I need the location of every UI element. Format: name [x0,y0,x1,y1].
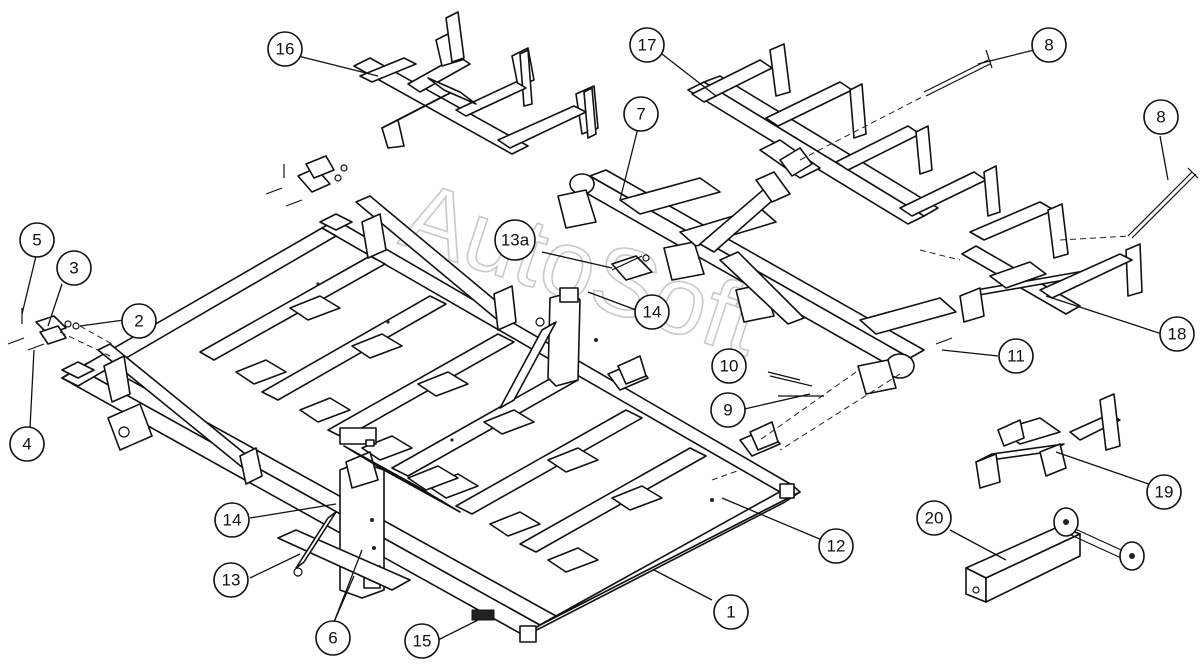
tine-section-16 [353,11,599,155]
svg-text:16: 16 [276,40,295,59]
bolt-8-lower [1127,167,1199,239]
callout-13a: 13a [494,219,536,261]
callout-17: 17 [629,27,665,63]
svg-text:13a: 13a [501,231,530,250]
callout-14-upper: 14 [634,294,670,330]
tine-section-19 [975,393,1121,489]
callout-7: 7 [623,96,659,132]
tine-section-17 [687,43,1001,225]
part-15-slot [471,609,495,621]
callout-9: 9 [710,392,746,428]
svg-text:8: 8 [1044,36,1053,55]
svg-text:3: 3 [69,259,78,278]
svg-text:13: 13 [222,571,241,590]
svg-text:18: 18 [1168,325,1187,344]
svg-text:14: 14 [223,511,242,530]
shaft-assembly [965,507,1145,603]
hitch-tower-front [277,427,461,599]
svg-text:4: 4 [22,435,31,454]
hitch-tower-rear [499,287,598,409]
callout-8-lower: 8 [1143,99,1179,135]
center-axle [557,169,957,395]
callout-5: 5 [19,222,55,258]
top-hardware [265,155,348,207]
svg-text:8: 8 [1156,108,1165,127]
callout-6: 6 [315,620,351,656]
callout-1: 1 [713,594,749,630]
tine-section-18 [959,201,1143,323]
callout-13: 13 [213,562,249,598]
svg-text:12: 12 [827,537,846,556]
callout-18: 18 [1159,316,1195,352]
svg-text:20: 20 [925,509,944,528]
callout-11: 11 [998,338,1034,374]
svg-text:17: 17 [638,36,657,55]
svg-text:7: 7 [636,105,645,124]
callout-8-upper: 8 [1031,27,1067,63]
svg-text:9: 9 [723,401,732,420]
svg-text:10: 10 [720,357,739,376]
svg-text:14: 14 [643,303,662,322]
callout-19: 19 [1146,474,1182,510]
assembly-lines [711,95,1131,481]
callout-3: 3 [56,250,92,286]
callout-16: 16 [267,31,303,67]
callout-10: 10 [711,348,747,384]
svg-text:1: 1 [726,603,735,622]
svg-text:5: 5 [32,231,41,250]
left-hardware [7,308,113,357]
leader-lines [21,49,1169,641]
svg-text:2: 2 [134,312,143,331]
svg-text:15: 15 [413,632,432,651]
callout-2: 2 [121,303,157,339]
svg-text:6: 6 [328,629,337,648]
callout-14-lower: 14 [214,502,250,538]
svg-text:19: 19 [1155,483,1174,502]
callout-20: 20 [916,500,952,536]
callout-15: 15 [404,623,440,659]
callout-4: 4 [9,426,45,462]
callout-12: 12 [818,528,854,564]
bolt-8-upper [923,49,993,97]
svg-text:11: 11 [1007,347,1025,366]
